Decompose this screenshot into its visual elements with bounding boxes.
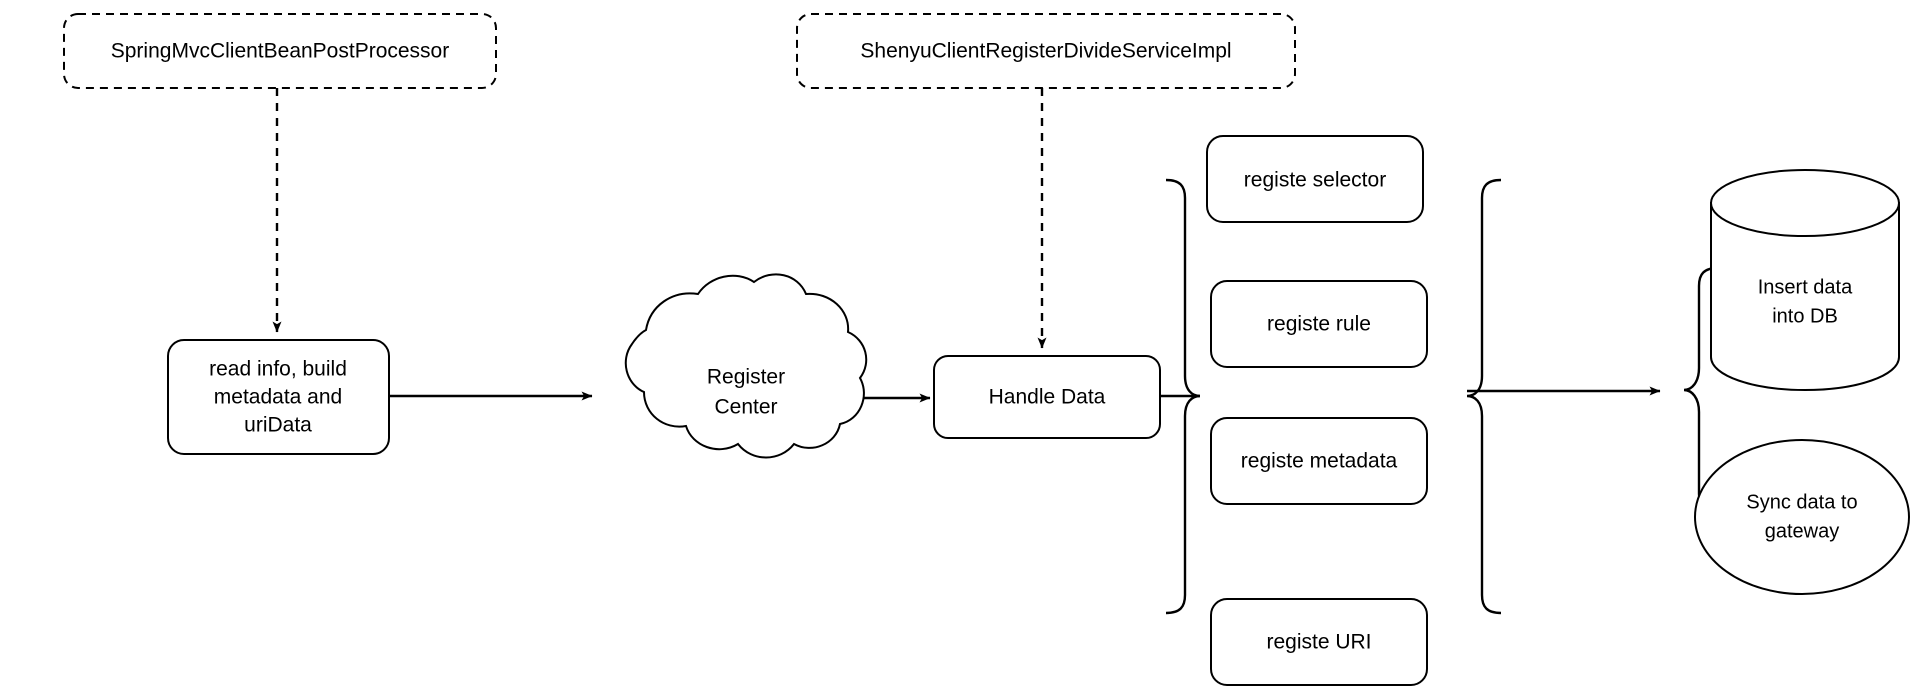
- label-sync-gateway-line-1: Sync data to: [1746, 491, 1857, 513]
- label-insert-db-line-2: into DB: [1772, 305, 1838, 327]
- label-sync-data-to-gateway: Sync data to gateway: [1746, 491, 1857, 542]
- node-register-center-cloud[interactable]: [624, 273, 868, 459]
- label-register-center-line-2: Center: [714, 396, 777, 419]
- brace-right-registe-group: [1466, 178, 1502, 615]
- node-spring-mvc-client-bean-post-processor[interactable]: [63, 13, 497, 89]
- label-shenyu-client-register-divide-service-impl: ShenyuClientRegisterDivideServiceImpl: [860, 40, 1231, 63]
- node-registe-selector[interactable]: [1206, 135, 1424, 223]
- label-read-info-build-metadata: read info, build metadata and uriData: [209, 358, 347, 437]
- node-handle-data[interactable]: [933, 355, 1161, 439]
- label-register-center: Register Center: [707, 366, 785, 419]
- label-insert-data-into-db: Insert data into DB: [1758, 276, 1853, 327]
- label-sync-gateway-line-2: gateway: [1765, 520, 1840, 542]
- node-shenyu-client-register-divide-service-impl[interactable]: [796, 13, 1296, 89]
- label-handle-data: Handle Data: [989, 386, 1106, 409]
- node-insert-data-into-db[interactable]: [1710, 169, 1900, 392]
- label-registe-metadata: registe metadata: [1241, 450, 1398, 473]
- label-read-info-line-3: uriData: [244, 414, 312, 437]
- node-read-info-build-metadata[interactable]: [167, 339, 390, 455]
- node-registe-uri[interactable]: [1210, 598, 1428, 686]
- label-read-info-line-1: read info, build: [209, 358, 347, 381]
- label-read-info-line-2: metadata and: [214, 386, 342, 409]
- node-registe-metadata[interactable]: [1210, 417, 1428, 505]
- label-registe-selector: registe selector: [1244, 169, 1386, 192]
- node-sync-data-to-gateway[interactable]: [1694, 439, 1910, 595]
- node-registe-rule[interactable]: [1210, 280, 1428, 368]
- label-registe-rule: registe rule: [1267, 313, 1371, 336]
- label-register-center-line-1: Register: [707, 366, 785, 389]
- label-registe-uri: registe URI: [1266, 631, 1371, 654]
- label-spring-mvc-client-bean-post-processor: SpringMvcClientBeanPostProcessor: [111, 40, 449, 63]
- label-insert-db-line-1: Insert data: [1758, 276, 1853, 298]
